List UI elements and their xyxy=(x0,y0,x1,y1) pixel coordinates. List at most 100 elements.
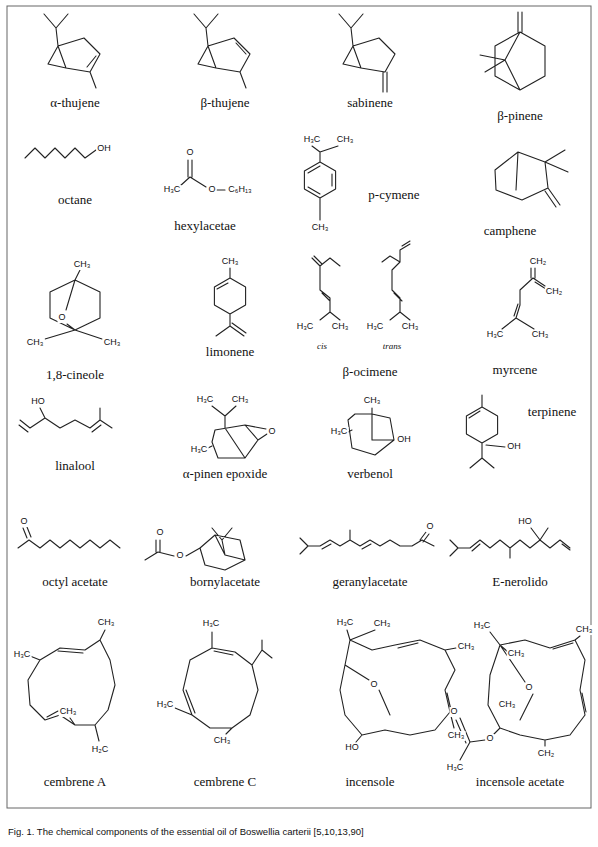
atom-label: O xyxy=(369,680,378,690)
atom-label: CH₃ xyxy=(498,700,517,710)
figure-frame xyxy=(7,6,591,808)
figure-caption: Fig. 1. The chemical components of the e… xyxy=(8,826,364,837)
atom-label: CH₃ xyxy=(373,619,392,629)
atom-label: O xyxy=(57,313,66,323)
atom-label: H₂C xyxy=(91,745,110,755)
alpha-thujene-structure xyxy=(44,14,100,88)
atom-label: H₃C xyxy=(156,700,175,710)
atom-label: CH₃ xyxy=(401,322,420,332)
atom-label: O xyxy=(207,185,216,195)
atom-label: H₃C xyxy=(486,330,505,340)
incensole-structure xyxy=(340,630,456,742)
atom-label: H₃C xyxy=(330,427,349,437)
compound-name: 1,8-cineole xyxy=(46,368,104,382)
atom-label: OH xyxy=(506,442,522,452)
atom-label: CH₂ xyxy=(545,287,564,297)
atom-label: H₃C xyxy=(13,650,32,660)
atom-label: O xyxy=(449,707,458,717)
compound-name: cembrene A xyxy=(44,775,106,789)
atom-label: CH₃ xyxy=(363,396,382,406)
verbenol-structure xyxy=(348,408,394,455)
atom-label: HO xyxy=(344,743,360,753)
linalool-structure xyxy=(19,408,112,432)
beta-pinene-structure xyxy=(480,12,545,90)
atom-label: CH₃ xyxy=(331,322,350,332)
atom-label: OH xyxy=(96,144,112,154)
compound-name: incensole acetate xyxy=(476,775,564,789)
atom-label: CH₃ xyxy=(311,223,330,233)
atom-label: H₃C xyxy=(303,135,322,145)
atom-label: H₃C xyxy=(202,619,221,629)
atom-label: CH₃ xyxy=(59,707,78,717)
atom-label: H₃C xyxy=(446,763,465,773)
compound-name: β-pinene xyxy=(497,109,543,123)
atom-label: H₃C xyxy=(366,322,385,332)
atom-label: CH₃ xyxy=(447,731,466,741)
compound-name: bornylacetate xyxy=(190,575,260,589)
hexylacetate-structure xyxy=(180,160,225,190)
atom-label: CH₃ xyxy=(531,330,550,340)
cineole-structure xyxy=(45,270,102,339)
compound-name: verbenol xyxy=(347,467,392,481)
cembrene-c-structure xyxy=(175,632,272,734)
incensole-acetate-structure xyxy=(456,632,586,760)
atom-label: CH₃ xyxy=(507,649,526,659)
atom-label: H₃C xyxy=(190,445,209,455)
atom-label: CH₃ xyxy=(231,395,250,405)
atom-label: HO xyxy=(517,517,533,527)
atom-label: H₃C xyxy=(163,185,182,195)
compound-name: α-thujene xyxy=(50,96,99,110)
camphene-structure xyxy=(495,150,568,207)
compound-name: octyl acetate xyxy=(42,575,107,589)
atom-label: HO xyxy=(30,397,46,407)
compound-name: β-ocimene xyxy=(343,365,398,379)
atom-label: H₃C xyxy=(336,618,355,628)
atom-label: H₃C xyxy=(473,621,492,631)
atom-label: O xyxy=(485,734,494,744)
compound-name: β-thujene xyxy=(200,96,249,110)
atom-label: CH₂ xyxy=(529,257,548,267)
compound-name: E-nerolido xyxy=(492,575,548,589)
compound-name: sabinene xyxy=(347,96,392,110)
octyl-acetate-structure xyxy=(18,527,120,548)
atom-label: CH₃ xyxy=(336,135,355,145)
atom-label: O xyxy=(155,528,164,538)
atom-label: OH xyxy=(396,435,412,445)
atom-label: CH₃ xyxy=(221,257,240,267)
atom-label: CH₃ xyxy=(97,618,116,628)
terpinene-structure xyxy=(466,395,505,468)
octane-structure xyxy=(25,148,96,158)
limonene-structure xyxy=(214,268,246,336)
atom-label: CH₂ xyxy=(537,749,556,759)
compound-name: geranylacetate xyxy=(332,575,407,589)
atom-label: O xyxy=(175,551,184,561)
sabinene-structure xyxy=(339,14,395,92)
ocimene-cis-structure xyxy=(312,256,340,320)
compound-name: α-pinen epoxide xyxy=(183,467,267,481)
isomer-label: trans xyxy=(383,342,402,352)
compound-name: incensole xyxy=(345,775,394,789)
compound-name: cembrene C xyxy=(194,775,256,789)
compound-name: octane xyxy=(58,193,92,207)
atom-label: CH₃ xyxy=(73,260,92,270)
compound-name: camphene xyxy=(484,224,537,238)
atom-label: CH₃ xyxy=(103,338,122,348)
compound-name: hexylacetae xyxy=(174,219,235,233)
compound-name: myrcene xyxy=(493,363,538,377)
atom-label: O xyxy=(19,517,28,527)
p-cymene-structure xyxy=(304,146,338,220)
atom-label: CH₃ xyxy=(26,338,45,348)
compound-name: p-cymene xyxy=(368,188,419,202)
atom-label: O xyxy=(425,522,434,532)
atom-label: C₆H₁₃ xyxy=(227,185,252,195)
atom-label: CH₃ xyxy=(213,736,232,746)
beta-thujene-structure xyxy=(194,14,250,88)
cembrene-a-structure xyxy=(28,630,115,741)
atom-label: O xyxy=(267,427,276,437)
compound-name: terpinene xyxy=(528,405,576,419)
nerolidol-structure xyxy=(450,528,570,558)
compound-name: linalool xyxy=(55,459,95,473)
atom-label: H₃C xyxy=(296,322,315,332)
atom-label: O xyxy=(524,683,533,693)
